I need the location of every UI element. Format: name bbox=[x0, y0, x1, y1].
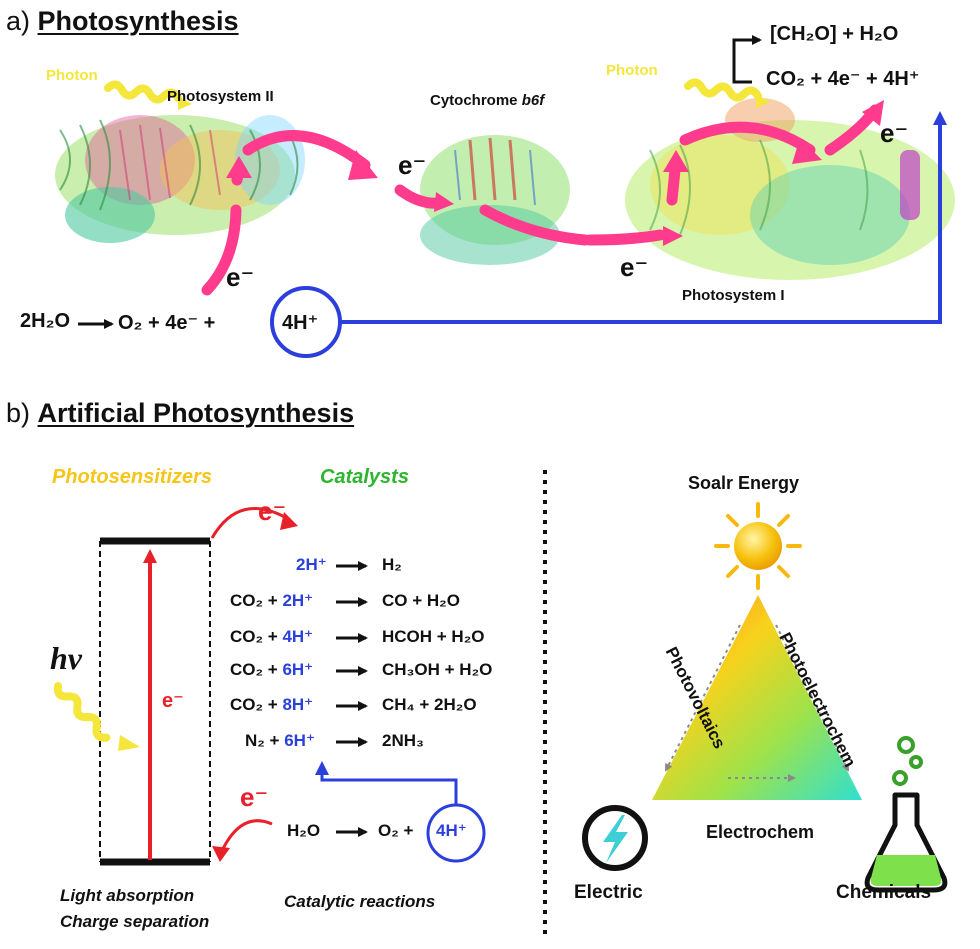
water-eq-lhs: 2H₂O bbox=[20, 310, 71, 332]
section-b-title: b) Artificial Photosynthesis bbox=[6, 398, 354, 429]
electron-label: e⁻ bbox=[162, 690, 184, 712]
reaction-lhs: CO₂ + bbox=[230, 627, 283, 646]
catalytic-reactions-label: Catalytic reactions bbox=[284, 892, 436, 911]
reaction-3-product: HCOH + H₂O bbox=[382, 627, 485, 646]
water-oxidation-protons: 4H⁺ bbox=[436, 821, 467, 840]
carbohydrate-product: [CH₂O] + H₂O bbox=[770, 23, 899, 45]
cytochrome-label-italic: b6f bbox=[521, 92, 545, 109]
lightning-icon bbox=[582, 805, 648, 871]
reaction-2-product: CO + H₂O bbox=[382, 591, 460, 610]
section-a-prefix: a) bbox=[6, 6, 31, 36]
photosystem-ii-structure bbox=[55, 115, 305, 243]
reaction-5: CO₂ + 8H⁺ bbox=[230, 695, 313, 715]
catalysts-label: Catalysts bbox=[320, 466, 409, 488]
photosystem-i-label: Photosystem I bbox=[682, 287, 785, 304]
reaction-lhs: CO₂ + bbox=[230, 591, 283, 610]
water-eq-rhs: O₂ + 4e⁻ + bbox=[118, 312, 216, 334]
reaction-6-product: 2NH₃ bbox=[382, 731, 424, 750]
reaction-6: N₂ + 6H⁺ bbox=[245, 731, 315, 751]
co2-equation: CO₂ + 4e⁻ + 4H⁺ bbox=[766, 68, 920, 90]
photon-label-1: Photon bbox=[46, 67, 98, 84]
section-b-prefix: b) bbox=[6, 398, 31, 428]
reaction-protons: 8H⁺ bbox=[282, 695, 314, 714]
reaction-1-product: H₂ bbox=[382, 555, 402, 574]
cytochrome-label-main: Cytochrome bbox=[430, 92, 522, 109]
photon-wave-icon bbox=[684, 78, 762, 102]
flask-icon bbox=[864, 736, 948, 893]
reaction-3: CO₂ + 4H⁺ bbox=[230, 627, 313, 647]
electrochem-label: Electrochem bbox=[706, 822, 815, 842]
reaction-lhs: N₂ + bbox=[245, 731, 285, 750]
reaction-1: 2H⁺ bbox=[296, 555, 327, 575]
photosystem-i-structure bbox=[625, 98, 955, 280]
electric-label: Electric bbox=[574, 882, 643, 903]
reaction-protons: 2H⁺ bbox=[296, 555, 327, 574]
photon-wave-icon bbox=[53, 682, 111, 742]
electron-label: e⁻ bbox=[240, 782, 269, 812]
reaction-protons: 4H⁺ bbox=[282, 627, 314, 646]
reaction-4: CO₂ + 6H⁺ bbox=[230, 660, 313, 680]
reaction-5-product: CH₄ + 2H₂O bbox=[382, 695, 477, 714]
electron-label: e⁻ bbox=[398, 150, 427, 180]
reaction-lhs: CO₂ + bbox=[230, 660, 283, 679]
energy-triangle bbox=[652, 595, 862, 800]
light-absorption-label: Light absorption bbox=[60, 886, 195, 905]
energy-level-box bbox=[99, 537, 211, 866]
solar-energy-label: Soalr Energy bbox=[688, 473, 800, 493]
chemicals-label: Chemicals bbox=[836, 882, 932, 903]
electron-label: e⁻ bbox=[258, 496, 287, 526]
electron-label: e⁻ bbox=[620, 252, 649, 282]
electron-flow-arrows bbox=[201, 104, 881, 296]
photosensitizers-label: Photosensitizers bbox=[52, 466, 213, 488]
reaction-protons: 6H⁺ bbox=[282, 660, 314, 679]
reaction-protons: 2H⁺ bbox=[282, 591, 314, 610]
protons-label: 4H⁺ bbox=[282, 312, 319, 334]
water-oxidation-rhs: O₂ + bbox=[378, 821, 414, 840]
photon-wave-icon bbox=[104, 80, 182, 104]
section-a-title: a) Photosynthesis bbox=[6, 6, 239, 37]
sun-icon bbox=[714, 502, 802, 590]
section-a-heading: Photosynthesis bbox=[37, 6, 239, 36]
electron-label: e⁻ bbox=[880, 118, 909, 148]
reaction-4-product: CH₃OH + H₂O bbox=[382, 660, 493, 679]
photosystem-ii-label: Photosystem II bbox=[167, 88, 274, 105]
hv-label: hv bbox=[50, 640, 82, 676]
cytochrome-b6f-structure bbox=[420, 135, 570, 265]
photon-label-2: Photon bbox=[606, 62, 658, 79]
charge-separation-label: Charge separation bbox=[60, 912, 210, 931]
reaction-lhs: CO₂ + bbox=[230, 695, 283, 714]
cytochrome-label: Cytochrome b6f bbox=[430, 92, 544, 109]
section-b-heading: Artificial Photosynthesis bbox=[37, 398, 355, 428]
water-oxidation-lhs: H₂O bbox=[287, 821, 321, 840]
electron-label: e⁻ bbox=[226, 262, 255, 292]
reaction-protons: 6H⁺ bbox=[284, 731, 315, 750]
reaction-2: CO₂ + 2H⁺ bbox=[230, 591, 313, 611]
